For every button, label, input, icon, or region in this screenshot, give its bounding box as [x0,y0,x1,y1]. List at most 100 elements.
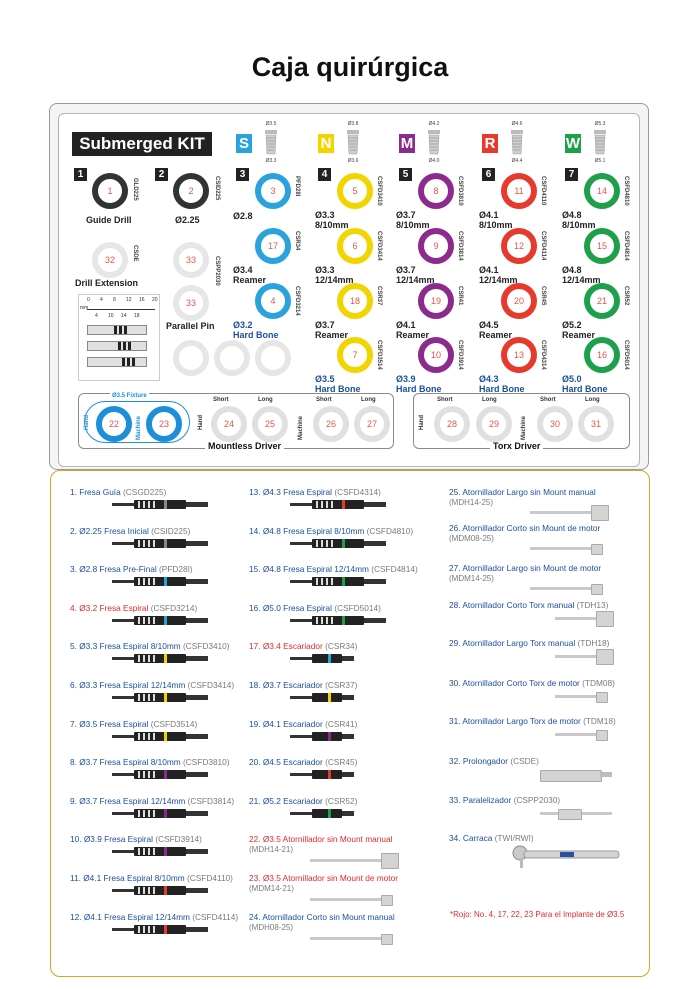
hand-label: Hand [419,415,425,430]
catalog-item-code: (TDM08) [582,678,615,688]
gauge-tick-label: 4 [100,297,103,303]
step-number-1: 1 [74,168,87,181]
step-number-6: 6 [482,168,495,181]
implant-icon [510,128,524,158]
catalog-item-title: 10. Ø3.9 Fresa Espiral (CSFD3914) [70,834,202,844]
drill-slot-14[interactable]: 14 [584,173,620,209]
product-code: CSR41 [457,286,463,306]
catalog-item-name: 30. Atornillador Corto Torx de motor [449,678,580,688]
catalog-item-title: 16. Ø5.0 Fresa Espiral (CSFD5014) [249,603,381,613]
driver-slot-23[interactable]: 23 [146,406,182,442]
long-label: Long [258,397,273,403]
footnote: *Rojo: No. 4, 17, 22, 23 Para el Implant… [450,910,625,919]
drill-slot-6[interactable]: 6 [337,228,373,264]
slot-label: Ø4.1 [396,320,416,330]
catalog-item-code: (CSFD3814) [187,795,235,806]
driver-slot-25[interactable]: 25 [252,406,288,442]
drill-slot-3[interactable]: 3 [255,173,291,209]
mountless-driver-title: Mountless Driver [205,441,285,451]
catalog-item-name: 14. Ø4.8 Fresa Espiral 8/10mm [249,525,365,536]
step-number-5: 5 [399,168,412,181]
slot-sublabel: Reamer [479,330,513,340]
catalog-item-code: (CSR34) [325,641,358,652]
implant-bottom-diameter: Ø5.1 [594,158,606,164]
drill-silhouette [87,341,147,351]
drill-slot-17[interactable]: 17 [255,228,291,264]
gauge-tick-label: 12 [126,297,132,303]
slot-sublabel: 8/10mm [315,220,349,230]
catalog-item-title: 5. Ø3.3 Fresa Espiral 8/10mm (CSFD3410) [70,641,230,651]
catalog-item-name: 2. Ø2.25 Fresa Inicial [70,525,149,536]
column-badge-n: N [318,134,334,153]
catalog-item-name: 27. Atornillador Largo sin Mount de moto… [449,563,602,573]
drill-slot-5[interactable]: 5 [337,173,373,209]
catalog-item-code: (CSFD3810) [182,757,230,768]
driver-slot-22[interactable]: 22 [96,406,132,442]
implant-icon [427,128,441,158]
drill-slot-20[interactable]: 20 [501,283,537,319]
catalog-item-title: 1. Fresa Guía (CSGD225) [70,487,166,497]
catalog-item-title: 22. Ø3.5 Atornillador sin Mount manual [249,834,392,844]
drill-slot-21[interactable]: 21 [584,283,620,319]
drill-slot-7[interactable]: 7 [337,337,373,373]
catalog-item-code: (CSR37) [325,680,358,690]
slot-label: Ø3.9 [396,374,416,384]
drill-slot-9[interactable]: 9 [418,228,454,264]
drill-slot-16[interactable]: 16 [584,337,620,373]
drill-image [290,538,390,548]
drill-slot-4[interactable]: 4 [255,283,291,319]
driver-slot-27[interactable]: 27 [354,406,390,442]
drill-slot-12[interactable]: 12 [501,228,537,264]
driver-slot-26[interactable]: 26 [313,406,349,442]
catalog-item-name: 10. Ø3.9 Fresa Espiral [70,834,154,845]
slot-sublabel: 8/10mm [562,220,596,230]
catalog-item-name: 3. Ø2.8 Fresa Pre-Final [70,564,157,575]
step-number-4: 4 [318,168,331,181]
catalog-item-code: (CSFD3410) [182,641,230,652]
empty-slot [173,340,209,376]
catalog-item-name: 23. Ø3.5 Atornillador sin Mount de motor [249,873,398,883]
torx-slot-29[interactable]: 29 [476,406,512,442]
product-code: CSFD3414 [376,231,382,261]
long-label: Long [585,397,600,403]
product-code: CSFD3214 [294,286,300,316]
drill-slot-19[interactable]: 19 [418,283,454,319]
product-code: CSR45 [540,286,546,306]
driver-slot-24[interactable]: 24 [211,406,247,442]
torx-slot-31[interactable]: 31 [578,406,614,442]
gauge-tick-label: 18 [134,313,140,319]
drill-slot-33[interactable]: 33 [173,285,209,321]
product-code: CSDE [132,245,138,262]
drill-image [290,770,390,780]
catalog-item-title: 4. Ø3.2 Fresa Espiral (CSFD3214) [70,603,197,613]
slot-label: Ø4.3 [479,374,499,384]
parallel-pin-image [540,809,612,820]
machine-label: Machine [136,415,142,440]
drill-slot-8[interactable]: 8 [418,173,454,209]
slot-label: Ø4.1 [479,210,499,220]
drill-slot-18[interactable]: 18 [337,283,373,319]
torx-slot-30[interactable]: 30 [537,406,573,442]
product-code: PFD28I [294,176,300,197]
drill-slot-13[interactable]: 13 [501,337,537,373]
drill-slot-33[interactable]: 33 [173,242,209,278]
catalog-item-title: 33. Paralelizador (CSPP2030) [449,795,560,805]
drill-slot-10[interactable]: 10 [418,337,454,373]
empty-slot [214,340,250,376]
drill-slot-15[interactable]: 15 [584,228,620,264]
torx-slot-28[interactable]: 28 [434,406,470,442]
drill-slot-2[interactable]: 2 [173,173,209,209]
drill-slot-32[interactable]: 32 [92,242,128,278]
slot-label: Guide Drill [86,215,132,225]
machine-label: Machine [521,415,527,440]
slot-label: Ø4.5 [479,320,499,330]
driver-image [555,611,620,627]
drill-slot-1[interactable]: 1 [92,173,128,209]
product-code: GLD225 [132,178,138,201]
drill-slot-11[interactable]: 11 [501,173,537,209]
drill-image [290,500,390,509]
drill-image [112,731,212,741]
catalog-item-title: 20. Ø4.5 Escariador (CSR45) [249,757,357,767]
implant-bottom-diameter: Ø4.4 [511,158,523,164]
